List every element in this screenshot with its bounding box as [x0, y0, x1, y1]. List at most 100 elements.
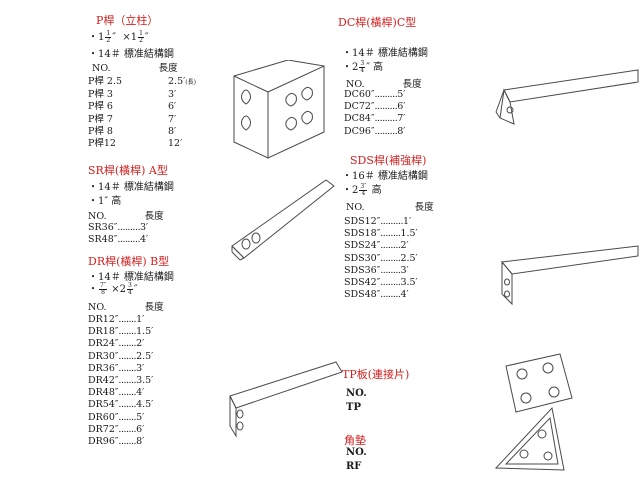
row-dots: ........ [380, 277, 401, 289]
row-length: 5′ [136, 411, 145, 423]
row-code: P桿 2.5 [88, 76, 123, 87]
row-dots: ........ [380, 264, 401, 276]
dc-section-table-header: NO.長度 [346, 76, 422, 90]
row-dots: ....... [118, 411, 137, 423]
row-code: DC96″ [344, 125, 375, 137]
spec-whole: 2 [352, 62, 359, 73]
row-code: SDS30″ [344, 252, 381, 264]
row-code: DR72″ [88, 423, 119, 435]
frac-num: 3″ [359, 183, 368, 191]
row-note: (長) [185, 79, 196, 86]
row-length: 1′ [402, 216, 412, 227]
spec-text: 14＃ 標准結構鋼 [98, 272, 174, 283]
frac-den: 4 [360, 67, 365, 74]
frac-num: 3 [359, 60, 366, 68]
row-length: 7′ [397, 113, 406, 125]
spec-unit: 高 [368, 185, 382, 196]
row-length: 4′ [400, 289, 409, 301]
table-row: P桿12........12′ [88, 138, 196, 150]
row-code: DR48″ [88, 387, 119, 399]
row-code: SDS24″ [344, 240, 381, 252]
sds-section-spec-material: ・16＃ 標准結構鋼 [342, 167, 428, 182]
row-length: 2.5′ [168, 76, 186, 87]
table-row: DR60″.......5′ [88, 412, 153, 424]
col-no: NO. [88, 211, 107, 222]
row-dots: ....... [118, 375, 137, 387]
bullet: ・ [88, 182, 98, 193]
bullet: ・ [342, 48, 352, 59]
dc-section-spec-material: ・14＃ 標准結構鋼 [342, 44, 428, 59]
row-code: DR30″ [88, 350, 119, 362]
table-row: DR36″.......3′ [88, 363, 153, 375]
row-length: 8′ [168, 125, 177, 137]
row-code: DC72″ [344, 101, 375, 113]
spec-text: 14＃ 標准結構鋼 [98, 182, 174, 193]
row-code: SR36″ [88, 222, 118, 233]
rf-no-label: NO. [346, 447, 367, 458]
frac-den: 4 [128, 289, 132, 296]
row-code: P桿12 [88, 138, 116, 150]
fraction: 7″8 [99, 282, 108, 296]
table-row: SR36″.........3′ [88, 222, 148, 234]
row-dots: ....... [118, 436, 137, 448]
col-length: 長度 [414, 202, 434, 213]
sr-section-title: SR桿(橫桿) A型 [88, 164, 168, 177]
row-dots: ....... [118, 338, 137, 350]
sr-section-table-header: NO.長度 [88, 208, 164, 222]
dc-beam-illustration [495, 69, 639, 125]
bullet: ・ [88, 284, 98, 295]
table-row: DC84″.........7′ [344, 113, 405, 125]
p-section-table-header: NO.長度 [92, 60, 178, 74]
spec-text: 14＃ 標准結構鋼 [98, 49, 174, 60]
table-row: DR72″.......6′ [88, 424, 153, 436]
spec-unit: ″ [133, 284, 138, 295]
col-length: 長度 [402, 79, 422, 90]
times-sign: × [122, 32, 131, 43]
row-dots: ......... [374, 89, 398, 100]
rf-code: RF [346, 461, 362, 472]
table-row: P桿 3........3′ [88, 89, 196, 101]
row-dots: ........ [380, 252, 401, 264]
dr-section-title: DR桿(橫桿) B型 [88, 255, 170, 268]
table-row: DR30″.......2.5′ [88, 351, 153, 363]
sds-section-table-header: NO.長度 [346, 199, 434, 213]
spec-text: 1″ 高 [98, 196, 122, 207]
row-code: P桿 6 [88, 101, 113, 113]
row-code: SDS48″ [344, 289, 381, 301]
frac-den: 8 [101, 289, 105, 296]
row-length: 3′ [400, 264, 409, 276]
row-dots: ....... [118, 387, 137, 399]
tp-plate-illustration [505, 353, 573, 413]
rf-section-title: 角墊 [344, 434, 366, 447]
table-row: DR54″.......4.5′ [88, 399, 153, 411]
row-length: 4.5′ [136, 399, 154, 411]
table-row: DR24″.......2′ [88, 338, 153, 350]
table-row: SDS42″........3.5′ [344, 277, 418, 289]
row-length: 3′ [168, 89, 177, 101]
table-row: DR12″.......1′ [88, 314, 153, 326]
row-code: DR54″ [88, 399, 119, 411]
spec-unit: ″ [112, 32, 116, 43]
row-code: DR18″ [88, 326, 119, 338]
row-length: 3.5′ [136, 375, 154, 387]
spec-unit: ″ [144, 32, 149, 43]
row-length: 7′ [168, 113, 177, 125]
sds-beam-illustration [501, 245, 639, 306]
row-dots: ........ [380, 228, 401, 240]
frac-den: 2 [106, 37, 111, 44]
sds-section-rows: SDS12″.........1′SDS18″........1.5′SDS24… [344, 216, 418, 301]
dc-section-rows: DC60″.........5′DC72″.........6′DC84″...… [344, 89, 405, 138]
bullet: ・ [342, 185, 352, 196]
table-row: P桿 8........8′ [88, 126, 196, 138]
row-length: 8′ [136, 436, 145, 448]
row-length: 3.5′ [400, 277, 418, 289]
row-code: DR36″ [88, 362, 119, 374]
col-length: 長度 [144, 302, 164, 313]
table-row: DC96″.........8′ [344, 126, 405, 138]
frac-num: 7″ [99, 282, 108, 290]
sr-section-rows: SR36″.........3′SR48″.........4′ [88, 222, 148, 246]
